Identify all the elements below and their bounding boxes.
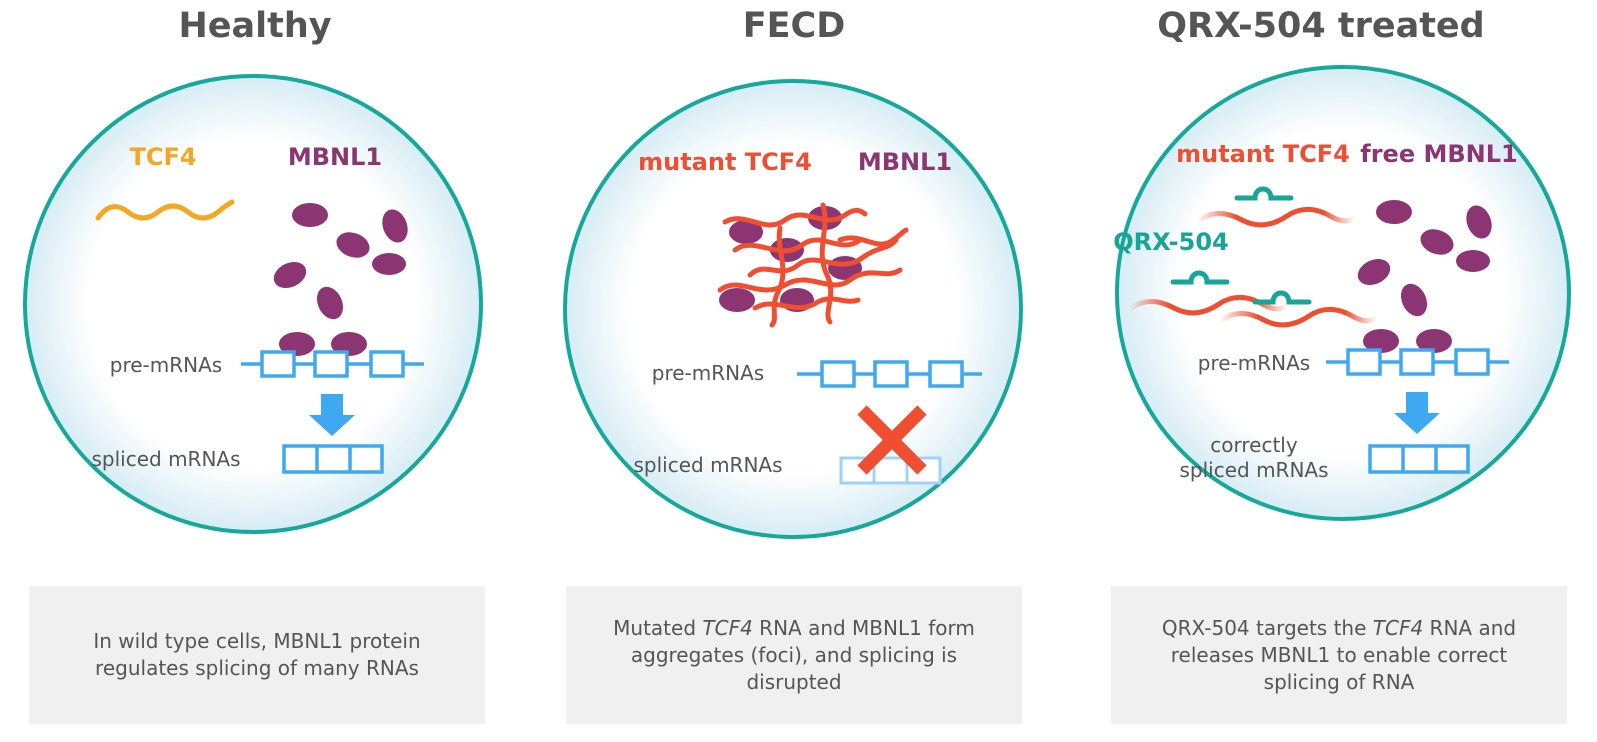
down-arrow-icon xyxy=(309,394,355,436)
cell-diagram-healthy: TCF4 MBNL1 pre-mRNAs spliced mRNAs xyxy=(23,74,483,534)
caption-text: QRX-504 targets the xyxy=(1161,615,1373,640)
panel-healthy: Healthy TCF4 MBNL1 pre-mRNAs spliced mRN… xyxy=(0,0,520,742)
pre-mrna-strand xyxy=(241,350,424,378)
mutant-rna-strand xyxy=(717,267,903,293)
mutant-rna-with-drug xyxy=(1126,186,1380,328)
mbnl1-proteins xyxy=(273,203,408,356)
mbnl1-proteins xyxy=(1357,200,1492,353)
qrx504-label: QRX-504 xyxy=(1113,228,1229,256)
mutant-rna-strand xyxy=(769,225,786,328)
mutant-tcf4-label: mutant TCF4 xyxy=(638,148,812,176)
mbnl1-protein xyxy=(1456,250,1490,272)
mbnl1-protein xyxy=(729,220,763,244)
caption-gene-name: TCF4 xyxy=(702,615,753,640)
cell-diagram-fecd: mutant TCF4 MBNL1 pre-mRNAs spli xyxy=(563,79,1023,539)
mutant-rna-strand xyxy=(837,227,909,247)
mbnl1-protein xyxy=(1357,258,1391,286)
cell-diagram-treated: mutant TCF4 free MBNL1 QRX-504 pre-mRNAs xyxy=(1113,65,1571,521)
mbnl1-protein xyxy=(316,286,344,320)
spliced-mrna-label: spliced mRNAs xyxy=(633,453,782,477)
tcf4-rna-wave xyxy=(95,199,235,221)
panel-title: QRX-504 treated xyxy=(1157,6,1485,46)
mbnl1-label: MBNL1 xyxy=(858,148,952,176)
mutant-rna-strand xyxy=(1194,206,1358,228)
rna-foci-aggregate xyxy=(717,202,909,328)
panel-qrx504-treated: QRX-504 treated mutant TCF4 free MBNL1 Q… xyxy=(1077,0,1597,742)
mutant-rna-strand xyxy=(819,202,834,325)
mbnl1-protein xyxy=(1363,329,1399,353)
qrx504-oligo xyxy=(1170,270,1230,285)
tcf4-label: TCF4 xyxy=(129,143,196,171)
mbnl1-protein xyxy=(279,332,315,356)
mutant-rna-strand xyxy=(732,237,863,254)
cell-circle xyxy=(1115,65,1571,521)
caption-fecd: Mutated TCF4 RNA and MBNL1 form aggregat… xyxy=(566,586,1022,724)
failed-spliced-mrna-strand xyxy=(839,456,942,485)
mbnl1-protein xyxy=(1376,200,1412,224)
spliced-mrna-label-line1: correctly xyxy=(1210,433,1298,457)
mutant-tcf4-label: mutant TCF4 xyxy=(1176,140,1350,168)
qrx504-oligo xyxy=(1234,186,1294,201)
free-mbnl1-label: free MBNL1 xyxy=(1360,140,1517,168)
mbnl1-protein xyxy=(1420,229,1454,255)
caption-text: RNA and MBNL1 form aggregates (foci), an… xyxy=(630,615,975,694)
mbnl1-protein xyxy=(1400,283,1428,317)
mutant-rna-strand xyxy=(752,296,861,311)
caption-treated: QRX-504 targets the TCF4 RNA and release… xyxy=(1111,586,1567,724)
caption-healthy: In wild type cells, MBNL1 protein regula… xyxy=(29,586,485,724)
down-arrow-icon xyxy=(1394,392,1440,434)
panel-fecd: FECD mutant TCF4 MBNL1 pre-mRNAs xyxy=(540,0,1060,742)
pre-mrna-label: pre-mRNAs xyxy=(652,361,764,385)
mbnl1-protein xyxy=(719,288,755,312)
pre-mrna-label: pre-mRNAs xyxy=(1198,351,1310,375)
cell-circle xyxy=(23,74,483,534)
spliced-mrna-strand xyxy=(282,444,384,474)
mbnl1-protein xyxy=(331,332,367,356)
mbnl1-label: MBNL1 xyxy=(288,143,382,171)
pre-mrna-strand xyxy=(1326,348,1509,376)
mutant-rna-strand xyxy=(722,207,868,228)
mutant-rna-strand xyxy=(1216,306,1380,328)
mbnl1-protein xyxy=(273,261,307,289)
mutant-rna-strand xyxy=(1126,294,1290,316)
spliced-mrna-label-line2: spliced mRNAs xyxy=(1179,458,1328,482)
panel-title: FECD xyxy=(742,6,846,46)
qrx504-oligo xyxy=(1252,290,1312,305)
pre-mrna-strand xyxy=(797,360,982,388)
mbnl1-protein xyxy=(372,253,406,275)
mbnl1-protein xyxy=(1416,329,1452,353)
spliced-mrna-strand xyxy=(1368,444,1470,474)
caption-text: RNA and releases MBNL1 to enable correct… xyxy=(1170,615,1517,694)
panel-title: Healthy xyxy=(178,6,332,46)
spliced-mrna-label: spliced mRNAs xyxy=(91,447,240,471)
caption-gene-name: TCF4 xyxy=(1372,615,1424,640)
cross-mark-icon xyxy=(857,405,927,475)
mbnl1-protein xyxy=(292,203,328,227)
mbnl1-protein xyxy=(336,232,370,258)
mbnl1-protein xyxy=(1466,205,1492,239)
caption-text: Mutated xyxy=(613,615,703,640)
mbnl1-protein xyxy=(382,209,408,243)
pre-mrna-label: pre-mRNAs xyxy=(110,353,222,377)
